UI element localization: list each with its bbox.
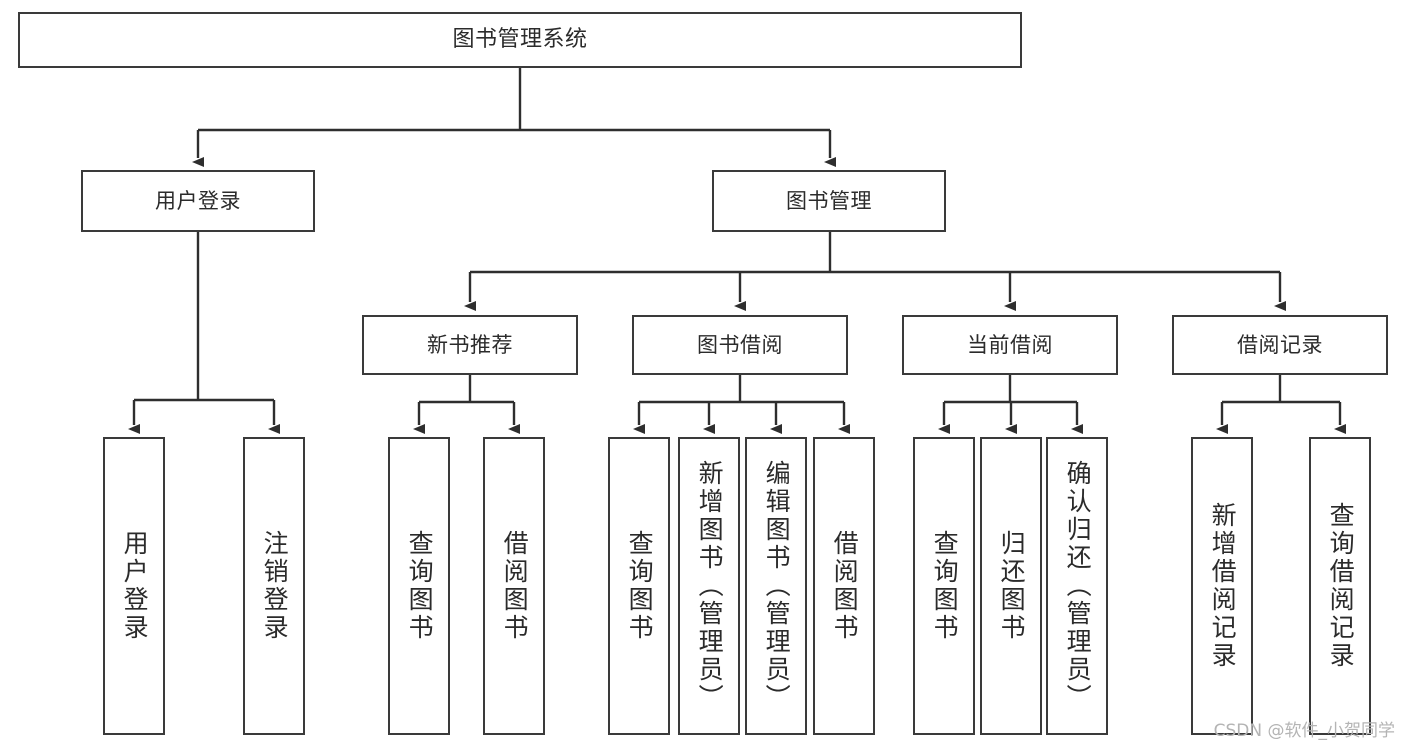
node-current-borrow[interactable]: 当前借阅 xyxy=(902,315,1118,375)
node-leaf-borrow-book-2-label: 借阅图书 xyxy=(830,530,860,642)
node-leaf-query-book-2[interactable]: 查询图书 xyxy=(608,437,670,735)
node-leaf-query-book-3-label: 查询图书 xyxy=(930,530,960,642)
node-leaf-add-record[interactable]: 新增借阅记录 xyxy=(1191,437,1253,735)
node-root[interactable]: 图书管理系统 xyxy=(18,12,1022,68)
node-current-borrow-label: 当前借阅 xyxy=(967,332,1053,357)
node-new-book-recommend-label: 新书推荐 xyxy=(427,332,513,357)
node-leaf-return-book-label: 归还图书 xyxy=(997,530,1027,642)
node-leaf-logout-login[interactable]: 注销登录 xyxy=(243,437,305,735)
node-leaf-edit-book[interactable]: 编辑图书（管理员） xyxy=(745,437,807,735)
node-leaf-query-book-1[interactable]: 查询图书 xyxy=(388,437,450,735)
node-leaf-add-book[interactable]: 新增图书（管理员） xyxy=(678,437,740,735)
node-leaf-borrow-book-1[interactable]: 借阅图书 xyxy=(483,437,545,735)
node-new-book-recommend[interactable]: 新书推荐 xyxy=(362,315,578,375)
node-leaf-return-book[interactable]: 归还图书 xyxy=(980,437,1042,735)
node-leaf-user-login[interactable]: 用户登录 xyxy=(103,437,165,735)
node-leaf-query-book-2-label: 查询图书 xyxy=(625,530,655,642)
node-leaf-add-book-label: 新增图书（管理员） xyxy=(695,460,725,712)
node-borrow-record[interactable]: 借阅记录 xyxy=(1172,315,1388,375)
node-leaf-query-book-3[interactable]: 查询图书 xyxy=(913,437,975,735)
node-leaf-user-login-label: 用户登录 xyxy=(120,530,150,642)
node-leaf-query-record-label: 查询借阅记录 xyxy=(1326,502,1356,670)
node-leaf-query-book-1-label: 查询图书 xyxy=(405,530,435,642)
node-leaf-confirm-return[interactable]: 确认归还（管理员） xyxy=(1046,437,1108,735)
node-leaf-edit-book-label: 编辑图书（管理员） xyxy=(762,460,792,712)
node-leaf-borrow-book-2[interactable]: 借阅图书 xyxy=(813,437,875,735)
node-user-login[interactable]: 用户登录 xyxy=(81,170,315,232)
node-leaf-confirm-return-label: 确认归还（管理员） xyxy=(1063,460,1093,712)
node-leaf-borrow-book-1-label: 借阅图书 xyxy=(500,530,530,642)
node-book-borrow-label: 图书借阅 xyxy=(697,332,783,357)
node-book-borrow[interactable]: 图书借阅 xyxy=(632,315,848,375)
node-leaf-add-record-label: 新增借阅记录 xyxy=(1208,502,1238,670)
node-user-login-label: 用户登录 xyxy=(155,188,241,213)
node-book-manage[interactable]: 图书管理 xyxy=(712,170,946,232)
node-borrow-record-label: 借阅记录 xyxy=(1237,332,1323,357)
node-book-manage-label: 图书管理 xyxy=(786,188,872,213)
node-root-label: 图书管理系统 xyxy=(452,27,588,53)
node-leaf-query-record[interactable]: 查询借阅记录 xyxy=(1309,437,1371,735)
node-leaf-logout-login-label: 注销登录 xyxy=(260,530,290,642)
